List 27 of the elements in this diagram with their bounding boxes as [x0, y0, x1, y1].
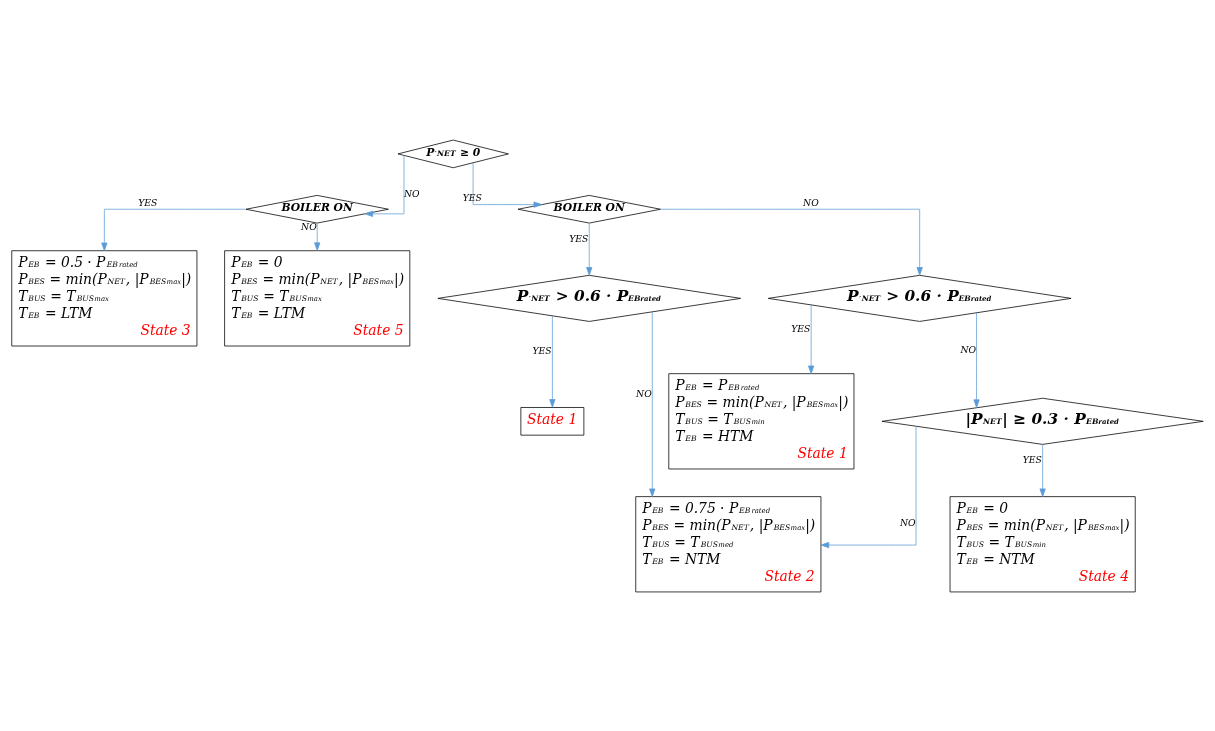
- edge-label: YES: [462, 191, 482, 203]
- edge-label: NO: [960, 343, 977, 355]
- edge-label: NO: [403, 187, 420, 199]
- node-diamond: BOILER ON: [245, 194, 389, 223]
- edge-label: YES: [569, 232, 589, 244]
- arrow: [820, 425, 917, 548]
- edge-label: NO: [899, 516, 916, 528]
- arrow: [314, 222, 321, 251]
- arrow: [973, 312, 980, 408]
- edge-label: NO: [803, 196, 819, 208]
- arrow: [101, 208, 247, 251]
- arrow: [472, 162, 543, 208]
- edge-label: YES: [532, 344, 552, 356]
- edge-label: YES: [791, 322, 811, 334]
- edge-label: YES: [138, 196, 158, 208]
- edge-label: YES: [1022, 453, 1042, 465]
- arrow: [586, 222, 593, 276]
- node-diamond: BOILER ON: [517, 194, 661, 223]
- edge-label: NO: [636, 387, 652, 399]
- node-box: State 1: [520, 406, 585, 436]
- arrow: [364, 154, 405, 217]
- arrow: [808, 304, 815, 374]
- edge-label: NO: [301, 220, 317, 232]
- arrow: [649, 311, 656, 497]
- arrow: [660, 208, 923, 276]
- arrow: [549, 315, 556, 408]
- arrow: [1039, 443, 1046, 497]
